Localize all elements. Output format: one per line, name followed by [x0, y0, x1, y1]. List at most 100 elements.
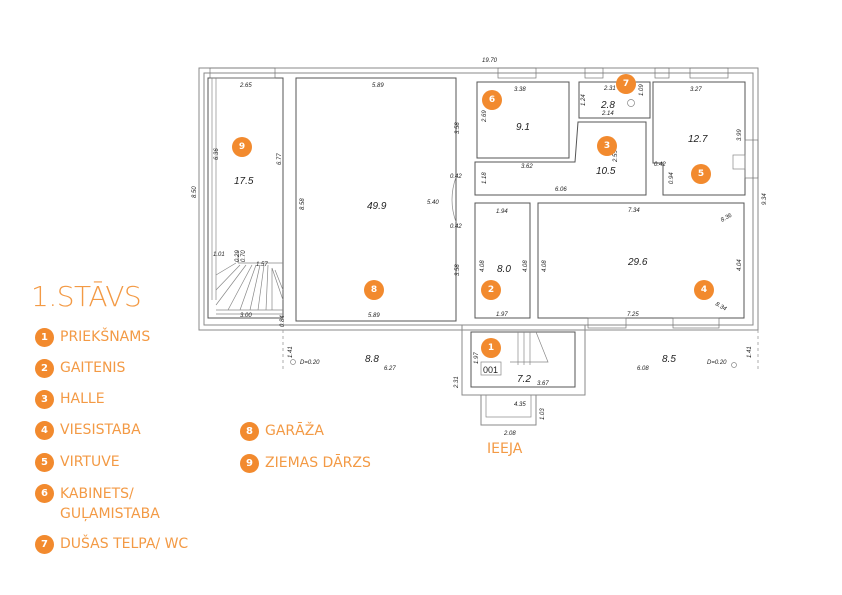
room-code: 001	[483, 365, 498, 375]
dim: 0.42	[450, 224, 462, 230]
svg-text:8: 8	[371, 285, 377, 295]
dim: 2.31	[603, 86, 616, 92]
legend-label: KABINETS/ GUĻAMISTABA	[60, 486, 160, 522]
dim: 1.18	[482, 172, 488, 184]
dim: 3.00	[240, 313, 252, 319]
legend-number-badge: 6	[35, 484, 54, 503]
badge-room-9: 9	[232, 137, 252, 157]
legend-label: VIRTUVE	[60, 454, 120, 470]
dim: 5.89	[372, 83, 384, 89]
dim: 7.25	[627, 312, 639, 318]
dim: 5.40	[427, 200, 439, 206]
dim: 6.27	[384, 366, 396, 372]
area-room-4: 29.6	[627, 257, 648, 268]
badge-room-2: 2	[481, 280, 501, 300]
dim: 1.41	[747, 346, 753, 358]
dim: 1.97	[474, 352, 480, 364]
dim: 0.84	[280, 315, 286, 327]
legend-number-badge: 4	[35, 421, 54, 440]
legend-number-badge: 5	[35, 453, 54, 472]
dim: 4.08	[542, 260, 548, 272]
dim: 7.34	[628, 208, 640, 214]
dim: 2.55	[613, 150, 619, 163]
svg-text:3: 3	[604, 141, 610, 151]
dim: 6.08	[637, 366, 649, 372]
legend-number-badge: 1	[35, 328, 54, 347]
area-room-6: 9.1	[516, 122, 530, 133]
legend-label: ZIEMAS DĀRZS	[265, 455, 371, 471]
svg-text:9: 9	[239, 142, 245, 152]
svg-text:1: 1	[488, 343, 494, 353]
area-room-5: 12.7	[688, 134, 708, 145]
legend-item: 8 GARĀŽA	[240, 422, 324, 441]
floor-title: 1.STĀVS	[31, 280, 142, 313]
area-room-8: 49.9	[367, 201, 387, 212]
dim: 8.34	[714, 302, 728, 313]
dim: 2.14	[601, 111, 614, 117]
dim: 1.41	[288, 346, 294, 358]
legend-number-badge: 7	[35, 535, 54, 554]
dim: 4.08	[480, 260, 486, 272]
dim: 4.08	[523, 260, 529, 272]
badge-room-7: 7	[616, 74, 636, 94]
legend-label: HALLE	[60, 391, 105, 407]
dim: 0.42	[450, 174, 462, 180]
legend-label: VIESISTABA	[60, 422, 141, 438]
area-room-3: 10.5	[596, 166, 616, 177]
dim: 2.08	[503, 431, 516, 437]
svg-text:5: 5	[698, 169, 704, 179]
legend-label: GARĀŽA	[265, 423, 324, 439]
walls	[198, 67, 759, 426]
legend-item: 5 VIRTUVE	[35, 453, 120, 472]
staircase-left	[215, 250, 284, 315]
dim: 3.58	[455, 264, 461, 276]
legend-number-badge: 3	[35, 390, 54, 409]
legend-label: PRIEKŠNAMS	[60, 329, 151, 345]
entrance-label: IEEJA	[487, 441, 523, 457]
area-terrace-left: 8.8	[365, 354, 379, 365]
room-badges: 1 2 3 4 5 6 7 8 9	[232, 74, 714, 358]
dim: 3.67	[537, 381, 549, 387]
dim: 6.06	[555, 187, 567, 193]
svg-text:4: 4	[701, 285, 707, 295]
legend-item: 4 VIESISTABA	[35, 421, 141, 440]
stove-icon	[732, 154, 746, 170]
dim: 3.27	[690, 87, 702, 93]
dim: 3.38	[514, 87, 526, 93]
area-room-7: 2.8	[600, 100, 615, 111]
dim-overall-width: 19.70	[482, 58, 498, 64]
dim: 3.58	[455, 122, 461, 134]
legend-item: 6 KABINETS/ GUĻAMISTABA	[35, 484, 160, 524]
area-labels: 17.5 49.9 9.1 2.8 10.5 12.7 8.0 29.6 7.2…	[234, 100, 708, 385]
dim: 1.94	[496, 209, 508, 215]
legend-item: 3 HALLE	[35, 390, 105, 409]
legend-number-badge: 2	[35, 359, 54, 378]
dim: 8.50	[192, 186, 198, 198]
svg-text:2: 2	[488, 285, 494, 295]
dim: 0.42	[654, 162, 666, 168]
area-room-9: 17.5	[234, 176, 254, 187]
dim: 1.97	[496, 312, 508, 318]
legend-label: GAITENIS	[60, 360, 126, 376]
badge-room-5: 5	[691, 164, 711, 184]
area-terrace-right: 8.5	[662, 354, 676, 365]
dim: 4.04	[737, 259, 743, 271]
dim: 6.36	[214, 148, 220, 160]
dim: 1.01	[213, 252, 225, 258]
badge-room-6: 6	[482, 90, 502, 110]
dim: 4.35	[514, 402, 526, 408]
badge-room-8: 8	[364, 280, 384, 300]
dim: D=0.20	[707, 360, 727, 366]
dim: 8.58	[300, 198, 306, 210]
dim: 2.31	[454, 376, 460, 389]
dim: 9.34	[762, 193, 768, 205]
area-room-2: 8.0	[497, 264, 511, 275]
dim: 0.29	[235, 250, 241, 262]
toilet-icon	[627, 99, 635, 107]
dim: 2.69	[482, 110, 488, 123]
svg-text:6: 6	[489, 95, 495, 105]
legend-number-badge: 8	[240, 422, 259, 441]
